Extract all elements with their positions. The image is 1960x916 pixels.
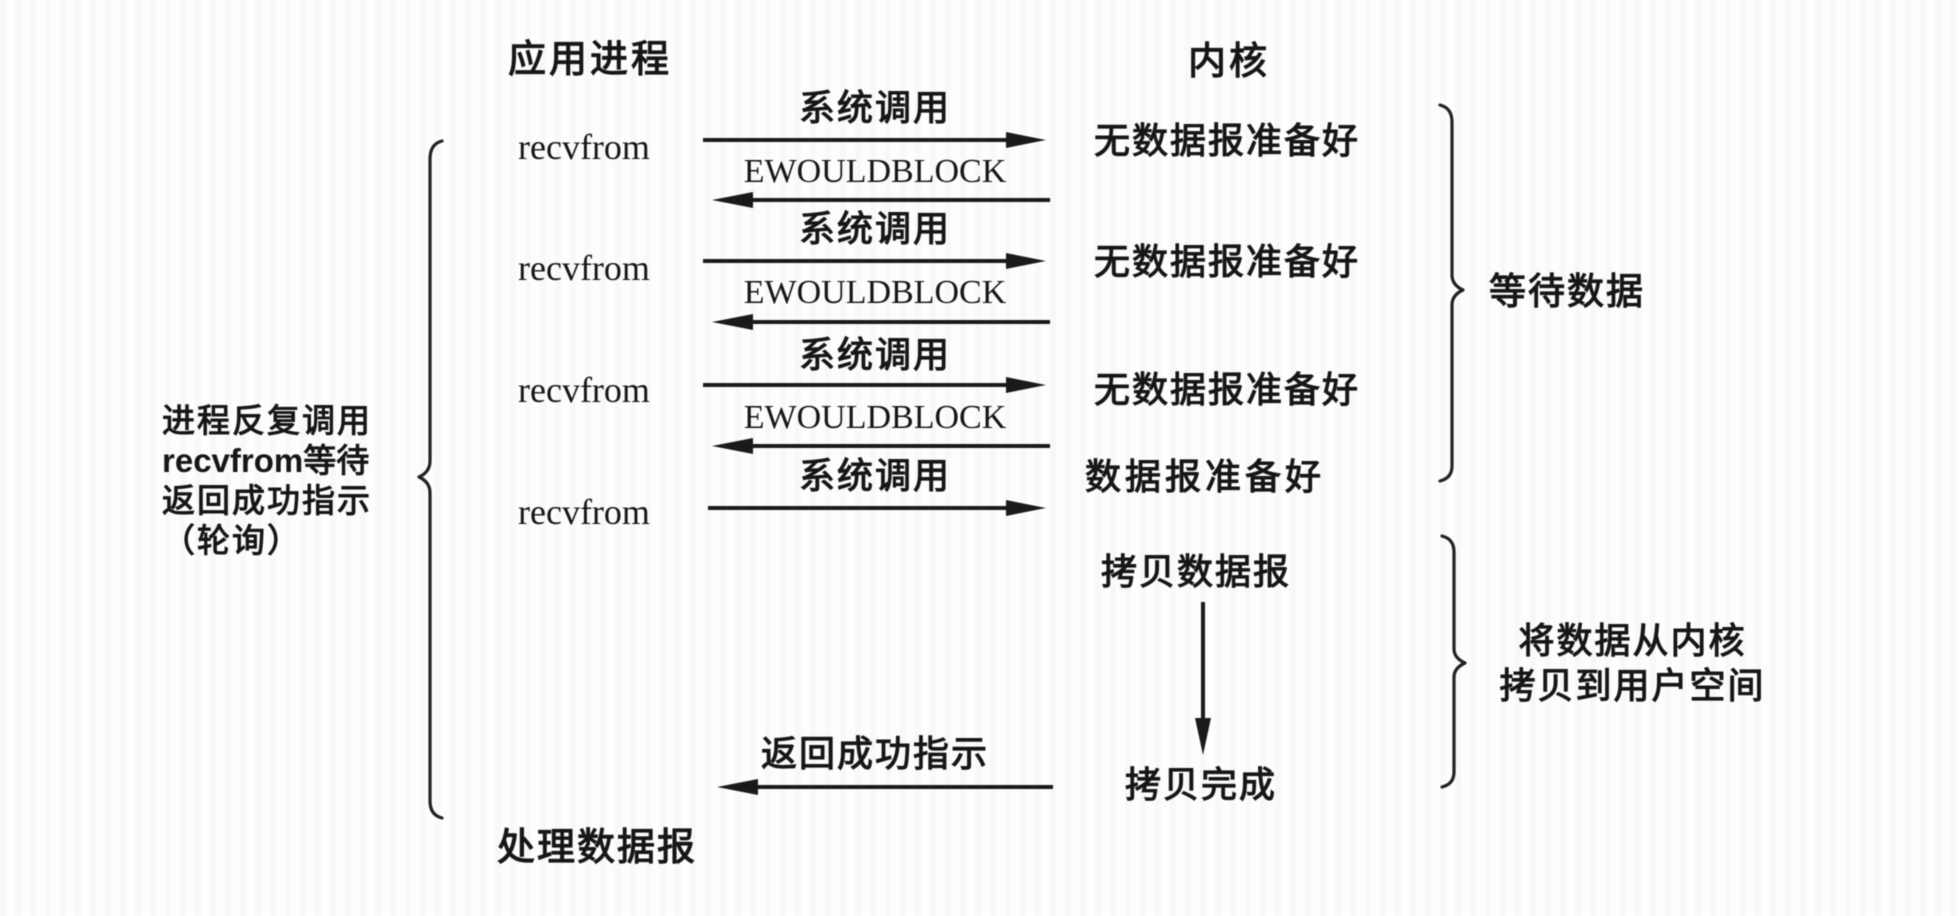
kernel-state-2: 无数据报准备好 xyxy=(1094,241,1361,282)
recvfrom-call-3: recvfrom xyxy=(518,370,650,410)
polling-note-line-2: recvfrom等待 xyxy=(162,442,370,479)
syscall-arrow-3 xyxy=(703,377,1046,393)
kernel-header: 内核 xyxy=(1188,41,1271,83)
copy-arrow xyxy=(1195,602,1211,755)
ewouldblock-arrow-1 xyxy=(712,192,1050,208)
kernel-state-3: 无数据报准备好 xyxy=(1094,369,1361,410)
application-process-header: 应用进程 xyxy=(508,39,673,81)
syscall-arrow-2 xyxy=(703,253,1046,269)
copy-complete-label: 拷贝完成 xyxy=(1125,764,1278,805)
recvfrom-call-4: recvfrom xyxy=(518,492,650,532)
wait-data-label: 等待数据 xyxy=(1489,271,1645,312)
kernel-state-ready: 数据报准备好 xyxy=(1085,456,1326,497)
syscall-label-3: 系统调用 xyxy=(798,334,951,375)
recvfrom-call-2: recvfrom xyxy=(518,248,650,288)
ewouldblock-arrow-3 xyxy=(712,438,1050,454)
syscall-label-2: 系统调用 xyxy=(798,208,951,249)
recvfrom-call-1: recvfrom xyxy=(518,127,650,167)
syscall-label-4: 系统调用 xyxy=(798,455,951,496)
polling-note-line-4: （轮询） xyxy=(162,522,302,559)
syscall-label-1: 系统调用 xyxy=(798,87,951,128)
polling-note-line-1: 进程反复调用 xyxy=(162,402,372,439)
process-datagram-label: 处理数据报 xyxy=(497,827,698,869)
ewouldblock-arrow-2 xyxy=(712,314,1050,330)
copy-datagram-label: 拷贝数据报 xyxy=(1101,551,1292,592)
polling-note: 进程反复调用 recvfrom等待 返回成功指示 （轮询） xyxy=(162,401,372,561)
ewouldblock-label-3: EWOULDBLOCK xyxy=(743,399,1007,436)
polling-note-line-3: 返回成功指示 xyxy=(162,482,372,519)
return-success-arrow xyxy=(717,779,1053,795)
copy-note-line-2: 拷贝到用户空间 xyxy=(1499,665,1766,706)
copy-data-brace xyxy=(1442,536,1465,787)
copy-note-line-1: 将数据从内核 xyxy=(1518,620,1747,661)
ewouldblock-label-1: EWOULDBLOCK xyxy=(743,153,1007,190)
syscall-arrow-1 xyxy=(703,132,1046,148)
return-success-label: 返回成功指示 xyxy=(760,733,989,774)
copy-note: 将数据从内核 拷贝到用户空间 xyxy=(1490,618,1775,708)
kernel-state-1: 无数据报准备好 xyxy=(1094,120,1361,161)
wait-data-brace xyxy=(1440,105,1463,481)
syscall-arrow-4 xyxy=(708,500,1046,516)
polling-brace xyxy=(419,141,442,818)
ewouldblock-label-2: EWOULDBLOCK xyxy=(743,274,1007,311)
